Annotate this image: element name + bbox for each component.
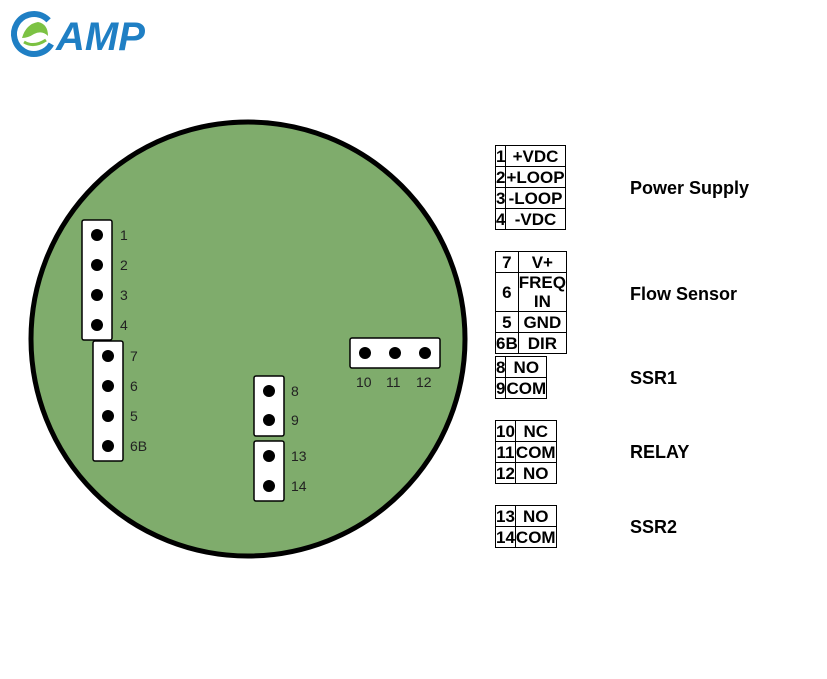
terminal-number: 10	[495, 420, 516, 442]
table-row: 1+VDC	[494, 145, 566, 167]
right-pin-11	[389, 347, 401, 359]
left_column_pins-label-4: 4	[120, 317, 128, 333]
terminal-signal: GND	[517, 311, 567, 333]
right-label-10: 10	[356, 374, 372, 390]
terminal-signal: V+	[517, 251, 567, 273]
terminal-signal: FREQ IN	[517, 272, 567, 312]
left_column_pins-label-2: 2	[120, 257, 128, 273]
terminal-number: 7	[495, 251, 519, 273]
right-label-11: 11	[386, 374, 401, 390]
group-label: Flow Sensor	[630, 284, 738, 304]
group-label: SSR2	[630, 516, 678, 537]
terminal-signal: NO	[514, 462, 557, 484]
left_column_pins-pin-1	[91, 229, 103, 241]
terminal-number: 6B	[495, 332, 519, 354]
center-label-13: 13	[291, 448, 307, 464]
left_column2_pins-label-7: 7	[130, 348, 138, 364]
left_column2_pins-label-6B: 6B	[130, 438, 147, 454]
terminal-signal: +LOOP	[505, 166, 566, 188]
center-pin-8	[263, 385, 275, 397]
left_column2_pins-label-5: 5	[130, 408, 138, 424]
amp-logo: AMP	[11, 11, 145, 59]
terminal-number: 6	[495, 272, 519, 312]
terminal-number: 14	[495, 526, 516, 548]
terminal-signal: NC	[514, 420, 557, 442]
right-pin-12	[419, 347, 431, 359]
terminal-signal: NO	[514, 505, 557, 527]
center-label-9: 9	[291, 412, 299, 428]
terminal-number: 4	[494, 208, 507, 230]
left_column_pins-label-1: 1	[120, 227, 128, 243]
left_column_pins-pin-2	[91, 259, 103, 271]
table-row: 2+LOOP	[494, 166, 566, 188]
center-pin-14	[263, 480, 275, 492]
center-pin-9	[263, 414, 275, 426]
left_column2_pins-pin-7	[102, 350, 114, 362]
right-pin-10	[359, 347, 371, 359]
right-label-12: 12	[416, 374, 432, 390]
left_column_pins-pin-3	[91, 289, 103, 301]
center-label-8: 8	[291, 383, 299, 399]
center-header-top	[253, 375, 285, 437]
table-row: 3-LOOP	[494, 187, 566, 209]
terminal-number: 13	[495, 505, 516, 527]
center-pin-13	[263, 450, 275, 462]
terminal-number: 9	[494, 377, 507, 399]
left_column2_pins-pin-5	[102, 410, 114, 422]
left_column_pins-header	[81, 219, 113, 341]
group-label: SSR1	[630, 367, 678, 388]
left_column2_pins-pin-6B	[102, 440, 114, 452]
terminal-signal: COM	[505, 377, 548, 399]
left_column2_pins-header	[92, 340, 124, 462]
terminal-number: 8	[494, 356, 507, 378]
terminal-number: 11	[495, 441, 516, 463]
left_column2_pins-label-6: 6	[130, 378, 138, 394]
group-label: Power Supply	[630, 178, 750, 198]
terminal-number: 5	[495, 311, 519, 333]
terminal-signal: NO	[505, 356, 548, 378]
terminal-signal: +VDC	[505, 145, 566, 167]
left_column2_pins-pin-6	[102, 380, 114, 392]
left_column_pins-label-3: 3	[120, 287, 128, 303]
center-label-14: 14	[291, 478, 307, 494]
left_column_pins-pin-4	[91, 319, 103, 331]
table-row: 4-VDC	[494, 208, 566, 230]
logo-text: AMP	[55, 15, 145, 59]
terminal-signal: COM	[514, 441, 557, 463]
terminal-number: 1	[494, 145, 507, 167]
center-header-bottom	[253, 440, 285, 502]
terminal-signal: DIR	[517, 332, 567, 354]
terminal-signal: -LOOP	[505, 187, 566, 209]
terminal-number: 12	[495, 462, 516, 484]
terminal-number: 3	[494, 187, 507, 209]
group-label: RELAY	[630, 442, 690, 463]
terminal-signal: -VDC	[505, 208, 566, 230]
terminal-number: 2	[494, 166, 507, 188]
board-circle	[28, 119, 468, 559]
terminal-signal: COM	[514, 526, 557, 548]
